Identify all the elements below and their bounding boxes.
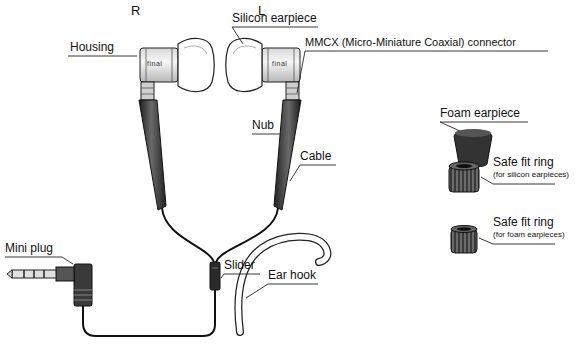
safe-fit-ring bbox=[449, 162, 479, 192]
part-label: MMCX (Micro-Miniature Coaxial) connector bbox=[305, 35, 516, 49]
leader-lines bbox=[5, 27, 555, 298]
part-label: R bbox=[131, 4, 140, 18]
mini-plug bbox=[7, 264, 92, 306]
cable bbox=[162, 208, 214, 262]
part-label: Silicon earpiece bbox=[232, 11, 317, 25]
foam-earpiece bbox=[454, 129, 492, 167]
brand-mark: final bbox=[147, 59, 162, 69]
left-earphone bbox=[226, 38, 301, 210]
part-label: Housing bbox=[70, 40, 114, 54]
ear-hook bbox=[238, 237, 327, 332]
part-label: Foam earpiece bbox=[440, 106, 520, 120]
safe-fit-ring bbox=[451, 226, 477, 254]
part-label: Slider bbox=[224, 258, 255, 272]
part-label: Safe fit ring bbox=[493, 155, 554, 169]
part-label: Ear hook bbox=[268, 268, 316, 282]
brand-mark: final bbox=[272, 59, 287, 69]
part-label: (for foam earpieces) bbox=[493, 230, 565, 240]
cable bbox=[216, 208, 278, 262]
cable bbox=[83, 290, 215, 336]
part-label: Nub bbox=[252, 118, 274, 132]
part-label: (for silicon earpieces) bbox=[493, 170, 569, 180]
part-label: Mini plug bbox=[5, 241, 53, 255]
part-label: Safe fit ring bbox=[493, 215, 554, 229]
part-label: Cable bbox=[300, 149, 331, 163]
slider bbox=[210, 262, 220, 290]
right-earphone bbox=[139, 38, 214, 210]
